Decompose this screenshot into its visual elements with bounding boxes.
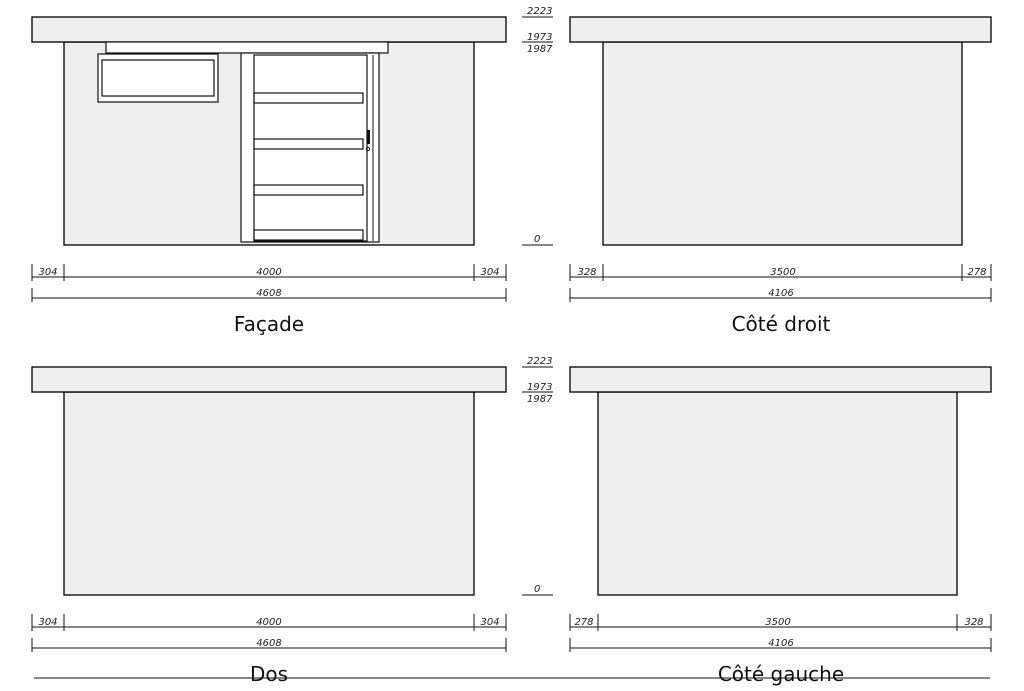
dim-middle: 4000: [256, 617, 281, 628]
view-title-cote-gauche: Côté gauche: [718, 662, 844, 686]
level-label-ground: 0: [534, 584, 540, 595]
height-markers-top: 2223 1973 1987 0: [522, 6, 553, 246]
facade-fascia: [105, 41, 389, 54]
level-label-top: 2223: [527, 6, 552, 17]
dim-middle: 3500: [765, 617, 790, 628]
dim-middle: 4000: [256, 267, 281, 278]
window: [97, 53, 219, 103]
dim-total: 4608: [256, 288, 281, 299]
view-cote-gauche: [569, 366, 992, 596]
dim-right: 278: [967, 267, 986, 278]
cote-droit-roof: [569, 16, 992, 43]
cote-droit-wall: [602, 41, 963, 246]
dim-right: 328: [964, 617, 983, 628]
view-title-dos: Dos: [250, 662, 288, 686]
dim-left: 328: [577, 267, 596, 278]
door-panel-4: [253, 229, 364, 241]
dim-left: 304: [38, 267, 57, 278]
dim-right: 304: [480, 267, 499, 278]
door-panel-3: [253, 184, 364, 196]
view-cote-droit: [569, 16, 992, 246]
dimensions-facade: 304 4000 304 4608 Façade: [31, 264, 507, 336]
dos-wall: [63, 391, 475, 596]
dimensions-cote-gauche: 278 3500 328 4106 Côté gauche: [569, 614, 992, 686]
door-panel-1: [253, 92, 364, 104]
level-label-fascia-2: 1987: [527, 44, 553, 55]
cote-gauche-wall: [597, 391, 958, 596]
dimensions-dos: 304 4000 304 4608 Dos: [31, 614, 507, 686]
dim-left: 304: [38, 617, 57, 628]
view-facade: [31, 16, 507, 246]
dim-right: 304: [480, 617, 499, 628]
door: [240, 52, 380, 243]
level-label-fascia-1: 1973: [527, 382, 552, 393]
level-label-fascia-1: 1973: [527, 32, 552, 43]
dim-total: 4106: [768, 288, 793, 299]
dim-middle: 3500: [770, 267, 795, 278]
cote-gauche-roof: [569, 366, 992, 393]
view-title-facade: Façade: [234, 312, 304, 336]
dos-roof: [31, 366, 507, 393]
view-dos: [31, 366, 507, 596]
view-title-cote-droit: Côté droit: [732, 312, 831, 336]
keyhole-icon: [365, 146, 371, 152]
facade-roof: [31, 16, 507, 43]
level-label-fascia-2: 1987: [527, 394, 553, 405]
door-handle-icon: [367, 130, 370, 144]
dim-left: 278: [574, 617, 593, 628]
dim-total: 4608: [256, 638, 281, 649]
door-panel-2: [253, 138, 364, 150]
level-label-top: 2223: [527, 356, 552, 367]
level-label-ground: 0: [534, 234, 540, 245]
dimensions-cote-droit: 328 3500 278 4106 Côté droit: [569, 264, 992, 336]
height-markers-bottom: 2223 1973 1987 0: [522, 356, 553, 596]
dim-total: 4106: [768, 638, 793, 649]
